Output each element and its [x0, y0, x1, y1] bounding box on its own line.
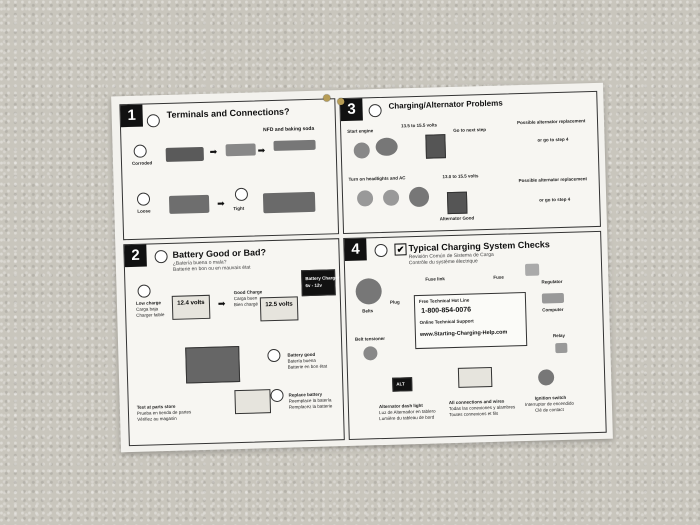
online-support-label: Online Technical Support: [419, 318, 474, 325]
belt-tensioner-label: Belt tensioner: [354, 335, 386, 342]
battery-good-volts: 12.5 volts: [265, 301, 293, 309]
ignition-switch-fr: Clé de contact: [534, 406, 564, 413]
battery-charger: Battery Charger 6v - 12v: [301, 269, 340, 297]
panel-battery: 2 Battery Good or Bad? ¿Batería buena o …: [123, 238, 345, 447]
test-at-store-fr: Vérifiez au magasin: [137, 415, 177, 422]
panel-title-checks: Typical Charging System Checks: [408, 239, 550, 254]
hotline-box: Free Technical Hot Line 1-800-854-0076 O…: [413, 291, 528, 350]
low-charge-fr: Charger faible: [136, 312, 165, 318]
plug-label: Plug: [389, 299, 400, 305]
step4-label-2: or go to step 4: [539, 196, 571, 203]
alternator-image: [408, 186, 430, 208]
belts-label: Belts: [362, 308, 374, 314]
face-icon: [136, 192, 151, 206]
good-charge-fr: Bien chargé: [233, 301, 259, 308]
arrow-icon: ➡: [217, 298, 226, 309]
corroded-label: Corroded: [131, 160, 153, 166]
start-engine-label: Start engine: [347, 128, 374, 134]
clean-terminal-image: [225, 143, 256, 157]
next-step-label: Go to next step: [453, 127, 487, 133]
face-icon: [374, 243, 388, 258]
volts-label-2: 13.0 to 15.5 volts: [442, 173, 479, 180]
tight-label: Tight: [233, 205, 245, 212]
face-icon: [146, 114, 161, 128]
fan-image: [382, 189, 400, 206]
face-icon: [137, 284, 151, 298]
volts-label: 13.5 to 15.5 volts: [401, 122, 438, 129]
panel-terminals: 1 Terminals and Connections? NFD and bak…: [119, 98, 340, 241]
panel-title-battery: Battery Good or Bad?: [172, 247, 267, 260]
panel-title-charging: Charging/Alternator Problems: [388, 98, 503, 111]
nfd-label: NFD and baking soda: [263, 125, 315, 134]
battery-low: 12.4 volts: [171, 294, 211, 320]
battery-good: 12.5 volts: [259, 296, 299, 322]
corroded-terminal-image: [165, 146, 204, 162]
arrow-icon: ➡: [217, 198, 225, 209]
meter-image: [446, 191, 468, 215]
ignition-switch-image: [537, 369, 555, 386]
arrow-icon: ➡: [257, 145, 266, 156]
loose-terminal-image: [168, 194, 210, 214]
fuse-label: Fuse: [493, 274, 504, 280]
wrench-image: [262, 191, 316, 214]
brush-image: [273, 139, 316, 151]
face-icon: [234, 187, 249, 202]
key-image: [353, 142, 370, 159]
face-icon: [133, 144, 147, 158]
alt-light-text: ALT: [396, 381, 405, 387]
regulator-label: Regulator: [541, 278, 563, 285]
step-number-4: 4: [344, 238, 367, 262]
panel-title-terminals: Terminals and Connections?: [166, 106, 290, 120]
alt-dash-light-fr: Lumière du tableau de bord: [379, 414, 435, 422]
step-number-1: 1: [120, 104, 143, 128]
checkmark-icon: ✔: [394, 243, 407, 256]
panel-charging: 3 Charging/Alternator Problems Start eng…: [339, 90, 601, 235]
battery-good-fr: Batterie en bon état: [287, 363, 328, 370]
checks-subtitle-fr: Contrôle du système électrique: [408, 258, 478, 267]
good-charge-label: Good Charge: [233, 289, 263, 296]
alternator-image: [375, 137, 398, 157]
alt-dash-light: ALT: [392, 377, 413, 392]
tensioner-image: [363, 346, 378, 361]
regulator-image: [524, 263, 540, 276]
hotline-label: Free Technical Hot Line: [418, 297, 470, 304]
battery-charger-volts: 6v - 12v: [305, 282, 323, 289]
headlights-label: Turn on headlights and AC: [348, 175, 406, 182]
face-icon: [267, 348, 281, 363]
alternator-good-label: Alternator Good: [439, 215, 475, 222]
battery-low-volts: 12.4 volts: [177, 299, 205, 307]
face-icon: [368, 103, 382, 118]
battery-charger-label: Battery Charger: [305, 275, 340, 282]
computer-label: Computer: [542, 306, 564, 313]
instruction-sheet: 1 Terminals and Connections? NFD and bak…: [111, 82, 613, 453]
replace-battery-fr: Remplacez la batterie: [288, 403, 333, 410]
battery-image: [457, 366, 493, 388]
possible-replacement-label: Possible alternator replacement: [516, 118, 586, 126]
face-icon: [270, 388, 284, 403]
step-number-2: 2: [124, 244, 147, 268]
meter-image: [425, 134, 446, 159]
fuse-link-label: Fuse link: [425, 276, 445, 282]
headlight-image: [356, 190, 374, 207]
relay-label: Relay: [552, 332, 566, 339]
battery-test: [234, 389, 272, 415]
relay-image: [555, 342, 568, 354]
panel-checks: 4 ✔ Typical Charging System Checks Revis…: [343, 230, 607, 440]
arrow-icon: ➡: [209, 146, 218, 157]
computer-image: [541, 292, 565, 304]
step4-label: or go to step 4: [537, 136, 569, 143]
face-icon: [154, 249, 168, 264]
website-text[interactable]: www.Starting-Charging-Help.com: [419, 329, 508, 338]
battery-tester-image: [185, 345, 241, 384]
battery-subtitle-fr: Batterie en bon ou en mauvais état: [172, 264, 251, 273]
possible-replacement-label-2: Possible alternator replacement: [518, 176, 587, 184]
all-connections-fr: Toutes connexions et fils: [449, 410, 499, 418]
loose-label: Loose: [137, 208, 151, 214]
alternator-image: [355, 278, 383, 305]
hotline-phone: 1-800-854-0076: [421, 306, 472, 315]
